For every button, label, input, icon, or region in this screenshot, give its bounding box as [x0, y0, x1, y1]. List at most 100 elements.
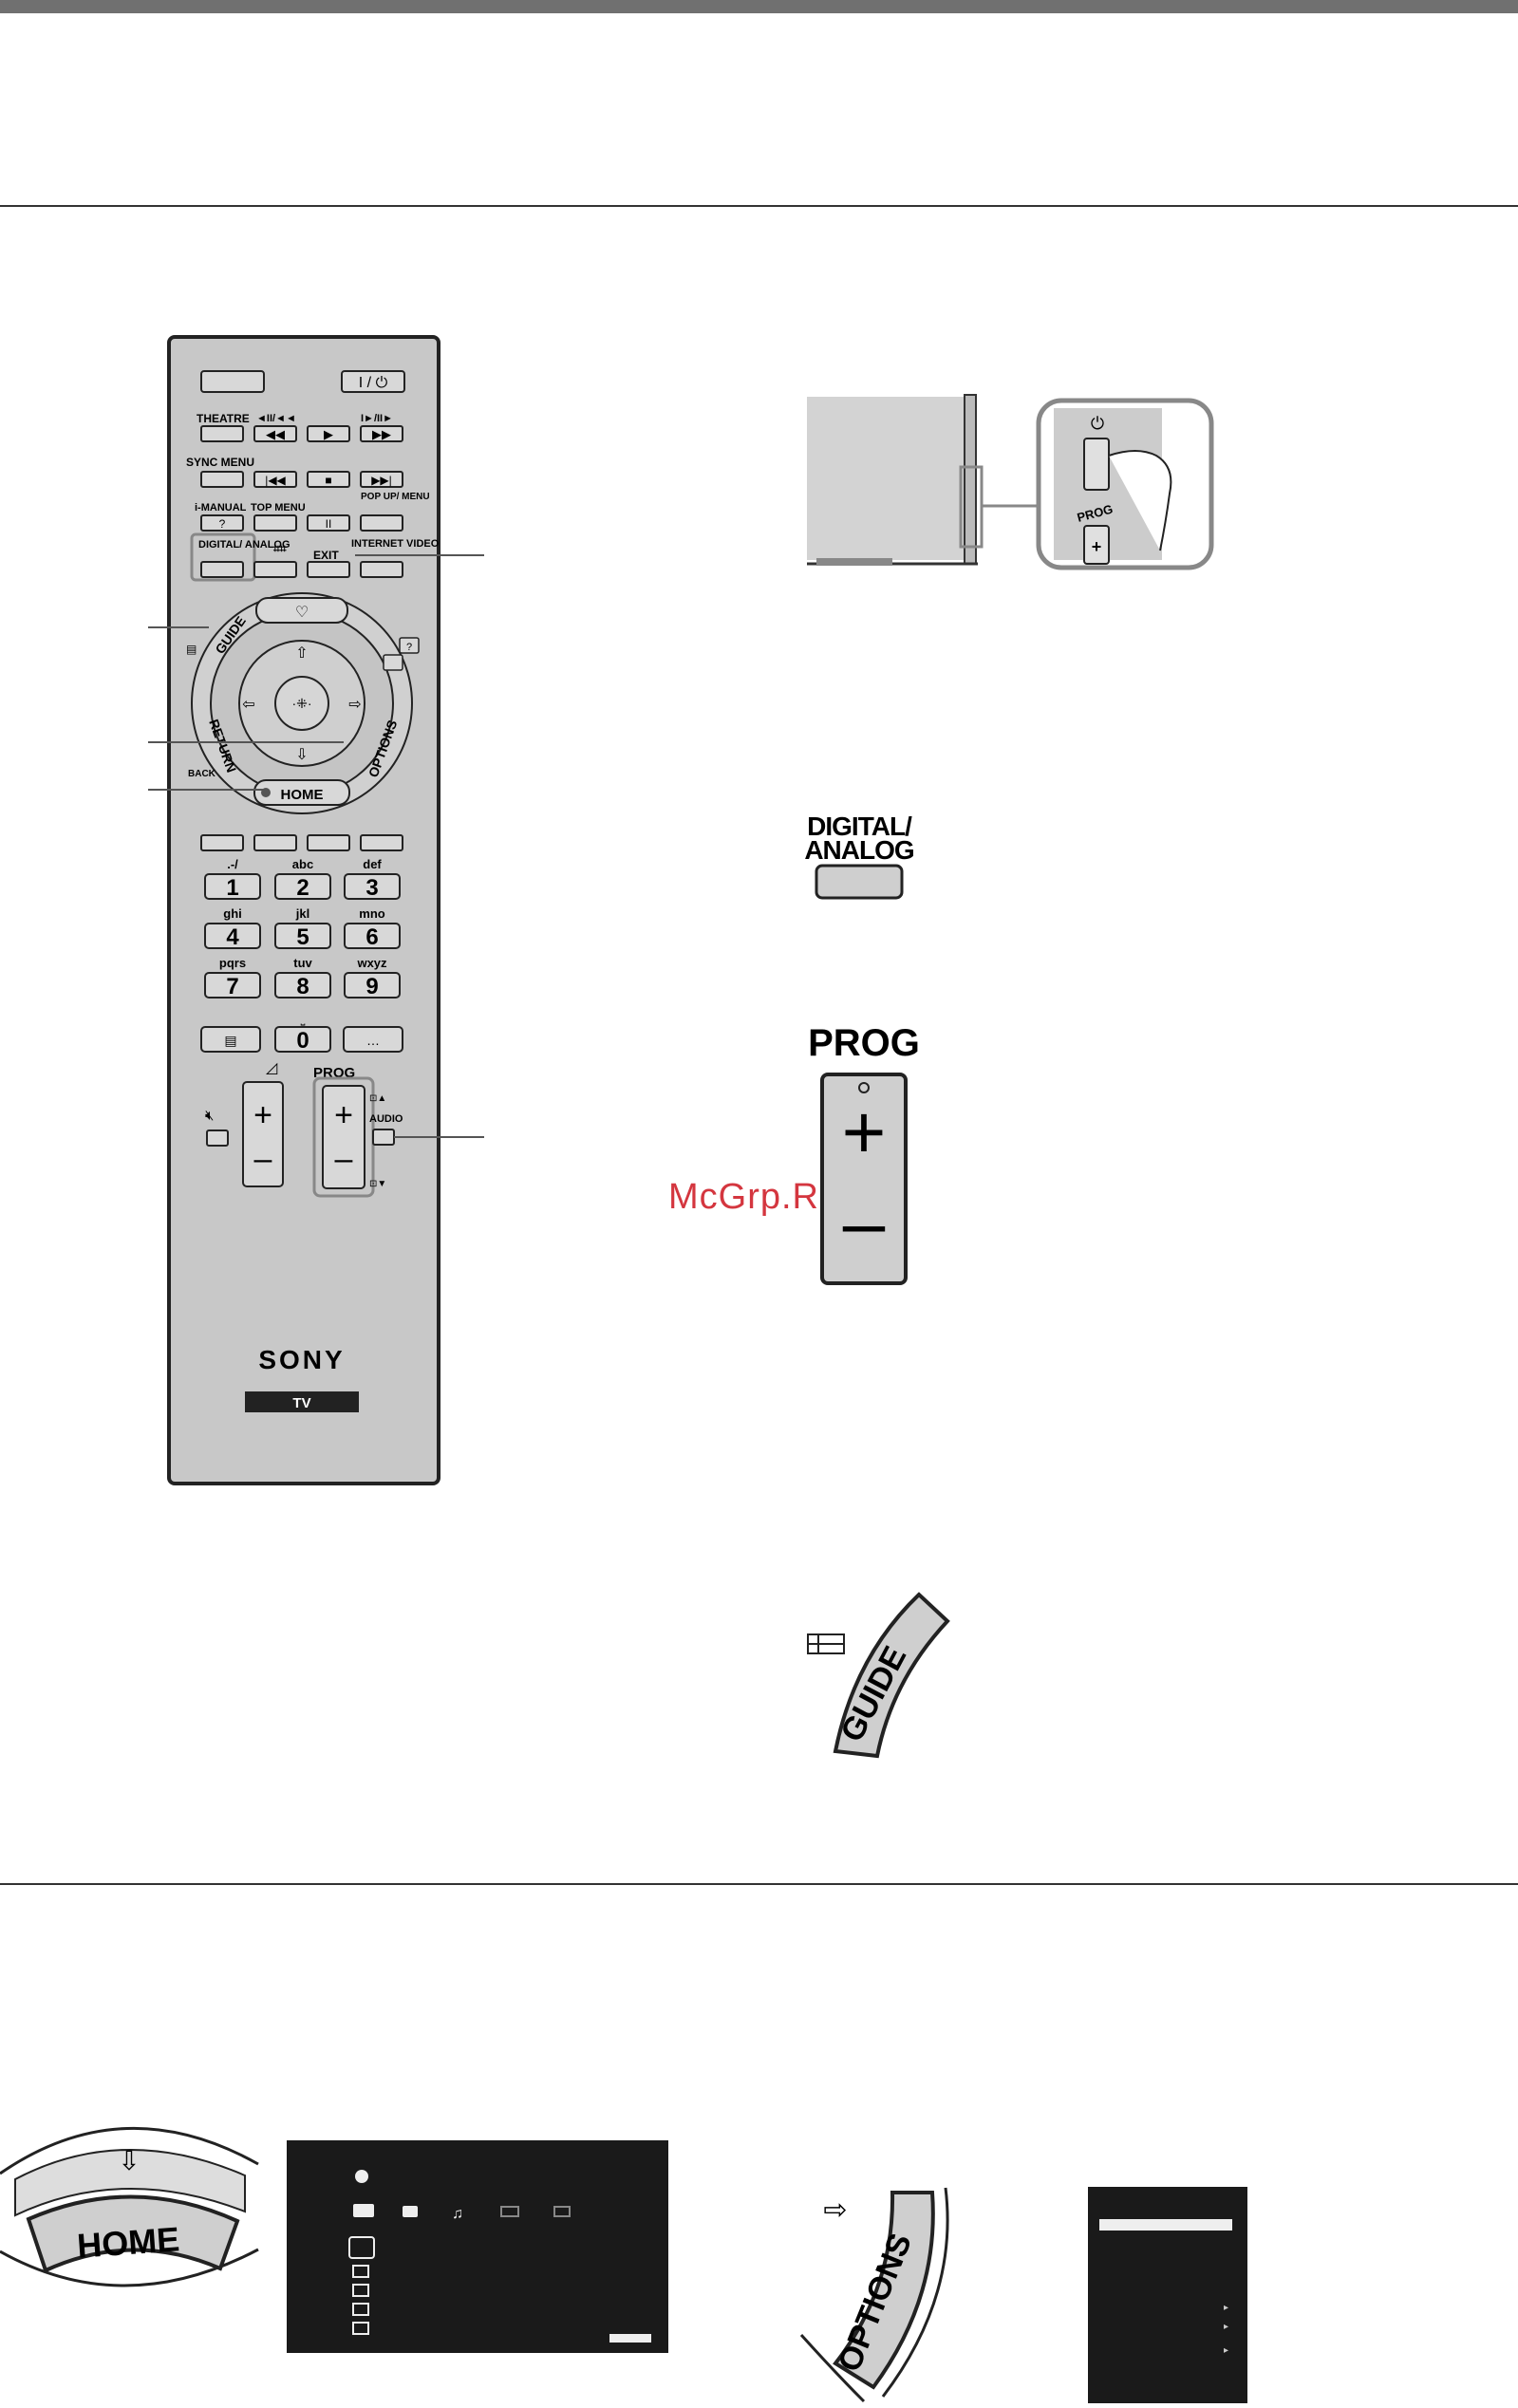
svg-text:AUDIO: AUDIO: [369, 1113, 403, 1125]
svg-text:?: ?: [406, 642, 412, 653]
svg-text:POP UP/ MENU: POP UP/ MENU: [361, 492, 430, 502]
selected-item-icon: [348, 2236, 375, 2259]
svg-text:INTERNET VIDEO: INTERNET VIDEO: [351, 538, 440, 550]
svg-text:DIGITAL/ ANALOG: DIGITAL/ ANALOG: [198, 539, 290, 551]
teletext-button[interactable]: [200, 1026, 261, 1053]
yellow-button[interactable]: [307, 834, 350, 851]
svg-text:◀◀: ◀◀: [266, 427, 285, 441]
number-digit: 9: [365, 974, 378, 999]
svg-text:GUIDE: GUIDE: [834, 1640, 913, 1747]
options-key: [833, 2191, 935, 2390]
menu-item-icon: [352, 2284, 369, 2297]
svg-text:TOP MENU: TOP MENU: [251, 502, 306, 513]
svg-text:⇩: ⇩: [295, 747, 308, 763]
red-button[interactable]: [200, 834, 244, 851]
svg-text:EXIT: EXIT: [313, 549, 339, 562]
video-icon: [500, 2206, 519, 2217]
number-5-button[interactable]: [274, 923, 331, 949]
sync-menu-button[interactable]: [200, 471, 244, 488]
heart-icon: ♡: [295, 605, 309, 621]
number-digit: 2: [296, 875, 309, 901]
i-manual-button[interactable]: [200, 514, 244, 532]
right-arrow-icon: ⇨: [823, 2194, 847, 2226]
svg-text:⇦: ⇦: [242, 697, 254, 713]
svg-text:▶▶|: ▶▶|: [371, 474, 392, 487]
home-menu-screen: ♫: [287, 2140, 668, 2353]
stop-button[interactable]: [307, 471, 350, 488]
number-letters-label: abc: [292, 857, 313, 871]
svg-text:HOME: HOME: [281, 787, 324, 803]
green-button[interactable]: [253, 834, 297, 851]
selected-option-highlight: [1099, 2219, 1232, 2231]
theatre-button[interactable]: [200, 425, 244, 442]
guide-button-illustration: GUIDE: [807, 1592, 950, 1759]
camera-icon: [403, 2206, 418, 2217]
play-button[interactable]: [307, 425, 350, 442]
svg-text:⇧: ⇧: [295, 645, 308, 662]
finger-press-icon: [1108, 450, 1172, 551]
blue-button[interactable]: [360, 834, 403, 851]
internet-video-button[interactable]: [360, 561, 403, 578]
svg-text:⊡▼: ⊡▼: [369, 1179, 386, 1189]
number-9-button[interactable]: [344, 972, 401, 999]
menu-item-icon: [352, 2322, 369, 2335]
digital-analog-button[interactable]: [200, 561, 244, 578]
number-7-button[interactable]: [204, 972, 261, 999]
svg-text:TV: TV: [292, 1395, 310, 1411]
number-4-button[interactable]: [204, 923, 261, 949]
top-menu-button[interactable]: [253, 514, 297, 532]
menu-item-icon: [352, 2265, 369, 2278]
svg-text:BACK: BACK: [188, 769, 216, 779]
svg-text:+: +: [1092, 537, 1102, 556]
dpad-center-button[interactable]: [274, 676, 329, 731]
prev-button[interactable]: [253, 471, 297, 488]
music-icon: ♫: [452, 2206, 463, 2222]
svg-text:⌗⌗: ⌗⌗: [272, 542, 287, 555]
exit-button[interactable]: [307, 561, 350, 578]
tv-panel: [807, 397, 970, 560]
power-icon: ⏻: [1091, 414, 1104, 433]
svg-text:🔇︎: 🔇︎: [205, 1108, 214, 1124]
number-1-button[interactable]: [204, 873, 261, 900]
home-button[interactable]: [253, 779, 350, 806]
svg-text:PROG: PROG: [808, 1022, 920, 1064]
prog-rocker[interactable]: [322, 1085, 365, 1189]
power-button[interactable]: [341, 370, 405, 393]
number-digit: 5: [296, 924, 309, 950]
svg-text:·⁜·: ·⁜·: [291, 696, 311, 711]
subtitle-button[interactable]: [343, 1026, 403, 1053]
watermark: McGrp.Ru: [668, 1177, 841, 1217]
digital-analog-button-illustration: DIGITAL/ ANALOG: [804, 812, 915, 900]
pause-button[interactable]: [307, 514, 350, 532]
rewind-button[interactable]: [253, 425, 297, 442]
number-digit: 1: [226, 875, 238, 901]
input-button[interactable]: [200, 370, 265, 393]
svg-text:|◀◀: |◀◀: [265, 474, 286, 487]
fast-forward-button[interactable]: [360, 425, 403, 442]
options-button-illustration: ⇨ OPTIONS: [799, 2187, 949, 2403]
header-rule: [0, 205, 1518, 207]
number-letters-label: tuv: [293, 956, 312, 970]
digital-analog-highlight: [190, 532, 256, 582]
number-6-button[interactable]: [344, 923, 401, 949]
volume-rocker[interactable]: [242, 1081, 284, 1187]
number-letters-label: def: [363, 857, 382, 871]
svg-text:⊡▲: ⊡▲: [369, 1093, 386, 1104]
mute-button[interactable]: [206, 1129, 229, 1147]
next-button[interactable]: [360, 471, 403, 488]
svg-text:◿: ◿: [266, 1060, 278, 1076]
tv-prog-button: [1083, 525, 1110, 565]
tv-side-buttons-illustration: ⏻ PROG +: [807, 394, 1214, 570]
number-0-button[interactable]: [274, 1026, 331, 1053]
sync-menu-label: SYNC MENU: [186, 456, 254, 469]
audio-button[interactable]: [372, 1129, 395, 1146]
number-letters-label: jkl: [295, 906, 309, 921]
number-8-button[interactable]: [274, 972, 331, 999]
popup-menu-button[interactable]: [360, 514, 403, 532]
svg-text:ANALOG: ANALOG: [804, 835, 914, 865]
number-3-button[interactable]: [344, 873, 401, 900]
number-2-button[interactable]: [274, 873, 331, 900]
svg-text:–: –: [843, 1180, 886, 1264]
favourite-button[interactable]: [255, 597, 348, 624]
text-button[interactable]: [253, 561, 297, 578]
